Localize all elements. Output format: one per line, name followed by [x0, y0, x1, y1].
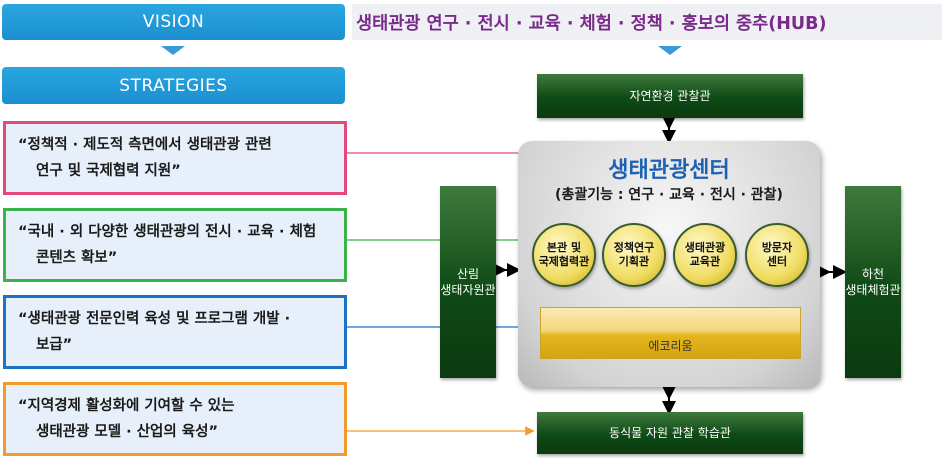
vision-statement: 생태관광 연구 · 전시 · 교육 · 체험 · 정책 · 홍보의 중추(HUB…: [352, 4, 942, 40]
strategies-header: STRATEGIES: [2, 67, 345, 104]
strategy-4-line1: “지역경제 활성화에 기여할 수 있는: [18, 398, 235, 414]
strategy-box-4: “지역경제 활성화에 기여할 수 있는 생태관광 모델 · 산업의 육성”: [3, 382, 347, 456]
strategy-2-line1: “국내 · 외 다양한 생태관광의 전시 · 교육 · 체험: [18, 224, 317, 240]
down-arrow-icon: [658, 46, 682, 55]
river-experience-box: 하천 생태체험관: [845, 186, 901, 378]
strategy-4-line2: 생태관광 모델 · 산업의 육성”: [36, 424, 218, 440]
forest-resource-box: 산림 생태자원관: [440, 186, 496, 378]
down-arrow-icon: [161, 46, 185, 55]
unit-policy-research: 정책연구 기획관: [602, 223, 666, 287]
unit-education: 생태관광 교육관: [673, 223, 737, 287]
fauna-flora-learning-box: 동식물 자원 관찰 학습관: [537, 412, 803, 454]
center-title: 생태관광센터: [608, 158, 730, 183]
center-subtitle: (총괄기능 : 연구 · 교육 · 전시 · 관찰): [555, 187, 783, 203]
ecorium-band: 에코리움: [540, 307, 801, 359]
unit-visitor-center: 방문자 센터: [745, 223, 809, 287]
unit-main-international: 본관 및 국제협력관: [532, 223, 596, 287]
strategy-1-line1: “정책적 · 제도적 측면에서 생태관광 관련: [18, 137, 272, 153]
strategy-2-line2: 콘텐츠 확보”: [36, 250, 118, 266]
strategy-box-1: “정책적 · 제도적 측면에서 생태관광 관련 연구 및 국제협력 지원”: [3, 121, 347, 195]
strategy-3-line1: “생태관광 전문인력 육성 및 프로그램 개발 ·: [18, 311, 291, 327]
ecorium-label: 에코리움: [648, 338, 693, 353]
strategy-1-line2: 연구 및 국제협력 지원”: [36, 163, 181, 179]
nature-observation-box: 자연환경 관찰관: [537, 74, 803, 118]
strategy-box-3: “생태관광 전문인력 육성 및 프로그램 개발 · 보급”: [3, 295, 347, 369]
vision-header: VISION: [2, 4, 345, 40]
strategy-3-line2: 보급”: [36, 337, 73, 353]
strategy-box-2: “국내 · 외 다양한 생태관광의 전시 · 교육 · 체험 콘텐츠 확보”: [3, 208, 347, 282]
